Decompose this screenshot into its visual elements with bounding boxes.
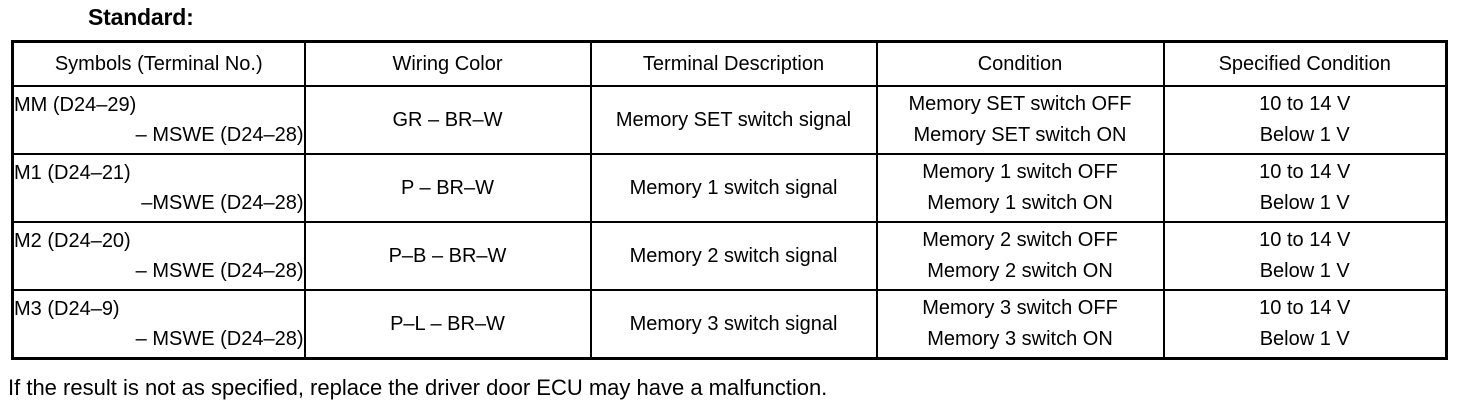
cell-specified-condition: 10 to 14 V Below 1 V bbox=[1162, 289, 1448, 360]
condition-line-1: Memory 3 switch OFF bbox=[922, 297, 1118, 319]
cell-wiring-color: GR – BR–W bbox=[303, 85, 592, 155]
specified-line-1: 10 to 14 V bbox=[1259, 161, 1351, 183]
table-row: M1 (D24–21) –MSWE (D24–28) P – BR–W Memo… bbox=[11, 153, 1448, 223]
standard-spec-table: Symbols (Terminal No.) Wiring Color Term… bbox=[11, 40, 1448, 360]
specified-line-2: Below 1 V bbox=[1259, 124, 1350, 146]
symbol-line-1: MM (D24–29) bbox=[14, 94, 137, 116]
cell-symbols: M1 (D24–21) –MSWE (D24–28) bbox=[11, 153, 306, 223]
cell-condition: Memory 3 switch OFF Memory 3 switch ON bbox=[875, 289, 1165, 360]
cell-symbols: MM (D24–29) – MSWE (D24–28) bbox=[11, 85, 306, 155]
column-header-symbols: Symbols (Terminal No.) bbox=[11, 40, 306, 87]
symbol-line-2: – MSWE (D24–28) bbox=[135, 328, 304, 350]
specified-line-1: 10 to 14 V bbox=[1259, 297, 1351, 319]
table-header: Symbols (Terminal No.) Wiring Color Term… bbox=[11, 40, 1448, 87]
column-header-wiring-color: Wiring Color bbox=[303, 40, 592, 87]
symbol-line-2: – MSWE (D24–28) bbox=[135, 260, 304, 282]
condition-line-2: Memory 1 switch ON bbox=[927, 192, 1113, 214]
condition-line-1: Memory SET switch OFF bbox=[908, 93, 1132, 115]
cell-specified-condition: 10 to 14 V Below 1 V bbox=[1162, 85, 1448, 155]
cell-specified-condition: 10 to 14 V Below 1 V bbox=[1162, 153, 1448, 223]
specified-line-2: Below 1 V bbox=[1259, 328, 1350, 350]
cell-wiring-color: P – BR–W bbox=[303, 153, 592, 223]
table-body: MM (D24–29) – MSWE (D24–28) GR – BR–W Me… bbox=[11, 85, 1448, 360]
condition-line-2: Memory 3 switch ON bbox=[927, 328, 1113, 350]
cell-condition: Memory SET switch OFF Memory SET switch … bbox=[875, 85, 1165, 155]
cell-specified-condition: 10 to 14 V Below 1 V bbox=[1162, 221, 1448, 291]
footnote-text: If the result is not as specified, repla… bbox=[8, 375, 828, 400]
cell-symbols: M2 (D24–20) – MSWE (D24–28) bbox=[11, 221, 306, 291]
column-header-condition: Condition bbox=[875, 40, 1165, 87]
symbol-line-1: M1 (D24–21) bbox=[14, 162, 131, 184]
condition-line-2: Memory SET switch ON bbox=[913, 124, 1127, 146]
cell-terminal-description: Memory SET switch signal bbox=[589, 85, 878, 155]
condition-line-1: Memory 2 switch OFF bbox=[922, 229, 1118, 251]
symbol-line-2: – MSWE (D24–28) bbox=[135, 124, 304, 146]
symbol-line-2: –MSWE (D24–28) bbox=[141, 192, 304, 214]
cell-condition: Memory 2 switch OFF Memory 2 switch ON bbox=[875, 221, 1165, 291]
table-row: M3 (D24–9) – MSWE (D24–28) P–L – BR–W Me… bbox=[11, 289, 1448, 360]
cell-condition: Memory 1 switch OFF Memory 1 switch ON bbox=[875, 153, 1165, 223]
cell-terminal-description: Memory 1 switch signal bbox=[589, 153, 878, 223]
condition-line-1: Memory 1 switch OFF bbox=[922, 161, 1118, 183]
table-row: MM (D24–29) – MSWE (D24–28) GR – BR–W Me… bbox=[11, 85, 1448, 155]
cell-wiring-color: P–B – BR–W bbox=[303, 221, 592, 291]
symbol-line-1: M3 (D24–9) bbox=[14, 298, 120, 320]
table-row: M2 (D24–20) – MSWE (D24–28) P–B – BR–W M… bbox=[11, 221, 1448, 291]
specified-line-2: Below 1 V bbox=[1259, 260, 1350, 282]
section-title: Standard: bbox=[88, 4, 194, 30]
cell-wiring-color: P–L – BR–W bbox=[303, 289, 592, 360]
column-header-terminal-description: Terminal Description bbox=[589, 40, 878, 87]
cell-terminal-description: Memory 2 switch signal bbox=[589, 221, 878, 291]
specified-line-1: 10 to 14 V bbox=[1259, 93, 1351, 115]
symbol-line-1: M2 (D24–20) bbox=[14, 230, 131, 252]
condition-line-2: Memory 2 switch ON bbox=[927, 260, 1113, 282]
cell-terminal-description: Memory 3 switch signal bbox=[589, 289, 878, 360]
specified-line-1: 10 to 14 V bbox=[1259, 229, 1351, 251]
specified-line-2: Below 1 V bbox=[1259, 192, 1350, 214]
header-row: Symbols (Terminal No.) Wiring Color Term… bbox=[11, 40, 1448, 87]
column-header-specified-condition: Specified Condition bbox=[1162, 40, 1448, 87]
cell-symbols: M3 (D24–9) – MSWE (D24–28) bbox=[11, 289, 306, 360]
